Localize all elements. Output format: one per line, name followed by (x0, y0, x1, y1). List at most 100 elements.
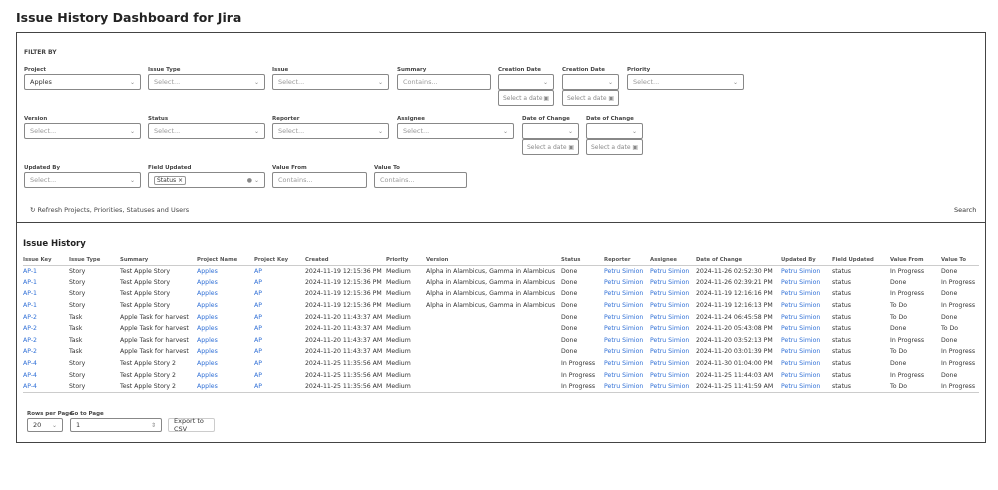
column-header[interactable]: Summary (120, 255, 197, 266)
cell-link[interactable]: Petru Simion (650, 302, 690, 310)
cell-link[interactable]: Petru Simion (650, 380, 696, 394)
column-header[interactable]: Version (426, 255, 561, 266)
cell-link[interactable]: AP-2 (23, 348, 37, 356)
export-csv-button[interactable]: Export to CSV (168, 417, 215, 433)
cell-link[interactable]: Petru Simion (604, 371, 644, 379)
creation-date-to-select[interactable]: ⌄ (562, 74, 619, 90)
column-header[interactable]: Reporter (604, 255, 650, 266)
cell-link[interactable]: AP-2 (23, 313, 37, 321)
cell-link[interactable]: AP (254, 325, 262, 333)
cell-link[interactable]: AP (254, 290, 262, 298)
cell-link[interactable]: Petru Simion (781, 360, 821, 368)
cell-link[interactable]: Petru Simion (604, 302, 644, 310)
priority-select[interactable]: Select...⌄ (627, 74, 744, 90)
cell-link[interactable]: Petru Simion (604, 336, 644, 344)
column-header[interactable]: Status (561, 255, 604, 266)
cell-link[interactable]: Apples (197, 336, 218, 344)
cell-link[interactable]: Apples (197, 360, 218, 368)
cell-link[interactable]: Petru Simion (604, 278, 644, 286)
cell-link[interactable]: Apples (197, 313, 218, 321)
date-of-change-to-date-input[interactable]: Select a date▣ (586, 139, 643, 155)
cell-link[interactable]: AP (254, 360, 262, 368)
cell-link[interactable]: Petru Simion (650, 290, 690, 298)
remove-tag-icon[interactable]: × (178, 176, 184, 184)
column-header[interactable]: Project Key (254, 255, 305, 266)
cell-link[interactable]: Petru Simion (650, 325, 690, 333)
cell-link[interactable]: AP-1 (23, 302, 37, 310)
cell-link[interactable]: Petru Simion (781, 290, 821, 298)
cell-link[interactable]: Apples (197, 371, 218, 379)
creation-date-from-date-input[interactable]: Select a date▣ (498, 90, 554, 106)
cell-link[interactable]: Petru Simion (650, 360, 690, 368)
reporter-select[interactable]: Select...⌄ (272, 123, 389, 139)
creation-date-to-date-input[interactable]: Select a date▣ (562, 90, 619, 106)
cell-link[interactable]: AP (254, 267, 262, 275)
cell-link[interactable]: Petru Simion (781, 278, 821, 286)
cell-link[interactable]: Petru Simion (781, 371, 821, 379)
cell-link[interactable]: AP-1 (23, 267, 37, 275)
cell-link[interactable]: Apples (197, 290, 218, 298)
refresh-button[interactable]: ↻ Refresh Projects, Priorities, Statuses… (30, 206, 190, 214)
issue-type-select[interactable]: Select...⌄ (148, 74, 265, 90)
project-select[interactable]: Apples⌄ (24, 74, 141, 90)
cell-link[interactable]: Petru Simion (781, 348, 821, 356)
updated-by-select[interactable]: Select...⌄ (24, 172, 141, 188)
cell-link[interactable]: Petru Simion (650, 313, 690, 321)
cell-link[interactable]: Apples (197, 278, 218, 286)
cell-link[interactable]: Petru Simion (604, 325, 644, 333)
cell-link[interactable]: AP (254, 302, 262, 310)
column-header[interactable]: Priority (386, 255, 426, 266)
value-to-input[interactable]: Contains... (374, 172, 467, 188)
cell-link[interactable]: AP-4 (23, 371, 37, 379)
column-header[interactable]: Updated By (781, 255, 832, 266)
cell-link[interactable]: AP (254, 380, 305, 394)
version-select[interactable]: Select...⌄ (24, 123, 141, 139)
assignee-select[interactable]: Select...⌄ (397, 123, 514, 139)
cell-link[interactable]: Petru Simion (650, 267, 690, 275)
value-from-input[interactable]: Contains... (272, 172, 367, 188)
cell-link[interactable]: Petru Simion (781, 336, 821, 344)
cell-link[interactable]: Petru Simion (604, 290, 644, 298)
cell-link[interactable]: Petru Simion (604, 267, 644, 275)
issue-select[interactable]: Select...⌄ (272, 74, 389, 90)
cell-link[interactable]: Petru Simion (650, 348, 690, 356)
summary-input[interactable]: Contains... (397, 74, 491, 90)
cell-link[interactable]: Petru Simion (781, 380, 832, 394)
cell-link[interactable]: AP-4 (23, 360, 37, 368)
column-header[interactable]: Value To (941, 255, 979, 266)
cell-link[interactable]: AP-1 (23, 290, 37, 298)
column-header[interactable]: Created (305, 255, 386, 266)
cell-link[interactable]: Petru Simion (781, 267, 821, 275)
column-header[interactable]: Field Updated (832, 255, 890, 266)
cell-link[interactable]: Petru Simion (604, 360, 644, 368)
cell-link[interactable]: AP-4 (23, 380, 69, 394)
cell-link[interactable]: AP-2 (23, 336, 37, 344)
date-of-change-from-select[interactable]: ⌄ (522, 123, 579, 139)
cell-link[interactable]: Apples (197, 348, 218, 356)
go-to-page-input[interactable]: 1⇕ (70, 418, 162, 432)
column-header[interactable]: Assignee (650, 255, 696, 266)
cell-link[interactable]: Petru Simion (650, 336, 690, 344)
status-select[interactable]: Select...⌄ (148, 123, 265, 139)
cell-link[interactable]: Apples (197, 380, 254, 394)
cell-link[interactable]: Petru Simion (781, 325, 821, 333)
creation-date-from-select[interactable]: ⌄ (498, 74, 554, 90)
cell-link[interactable]: Petru Simion (604, 348, 644, 356)
column-header[interactable]: Issue Key (23, 255, 69, 266)
cell-link[interactable]: AP-1 (23, 278, 37, 286)
cell-link[interactable]: Apples (197, 267, 218, 275)
cell-link[interactable]: Petru Simion (650, 278, 690, 286)
clear-icon[interactable]: ● (246, 176, 253, 184)
date-of-change-from-date-input[interactable]: Select a date▣ (522, 139, 579, 155)
field-updated-select[interactable]: Status ×● ⌄ (148, 172, 265, 188)
column-header[interactable]: Issue Type (69, 255, 120, 266)
cell-link[interactable]: Petru Simion (650, 371, 690, 379)
search-button[interactable]: Search (954, 206, 977, 214)
cell-link[interactable]: AP (254, 348, 262, 356)
cell-link[interactable]: AP (254, 371, 262, 379)
cell-link[interactable]: AP-2 (23, 325, 37, 333)
column-header[interactable]: Project Name (197, 255, 254, 266)
column-header[interactable]: Value From (890, 255, 941, 266)
cell-link[interactable]: Apples (197, 302, 218, 310)
cell-link[interactable]: Petru Simion (781, 302, 821, 310)
